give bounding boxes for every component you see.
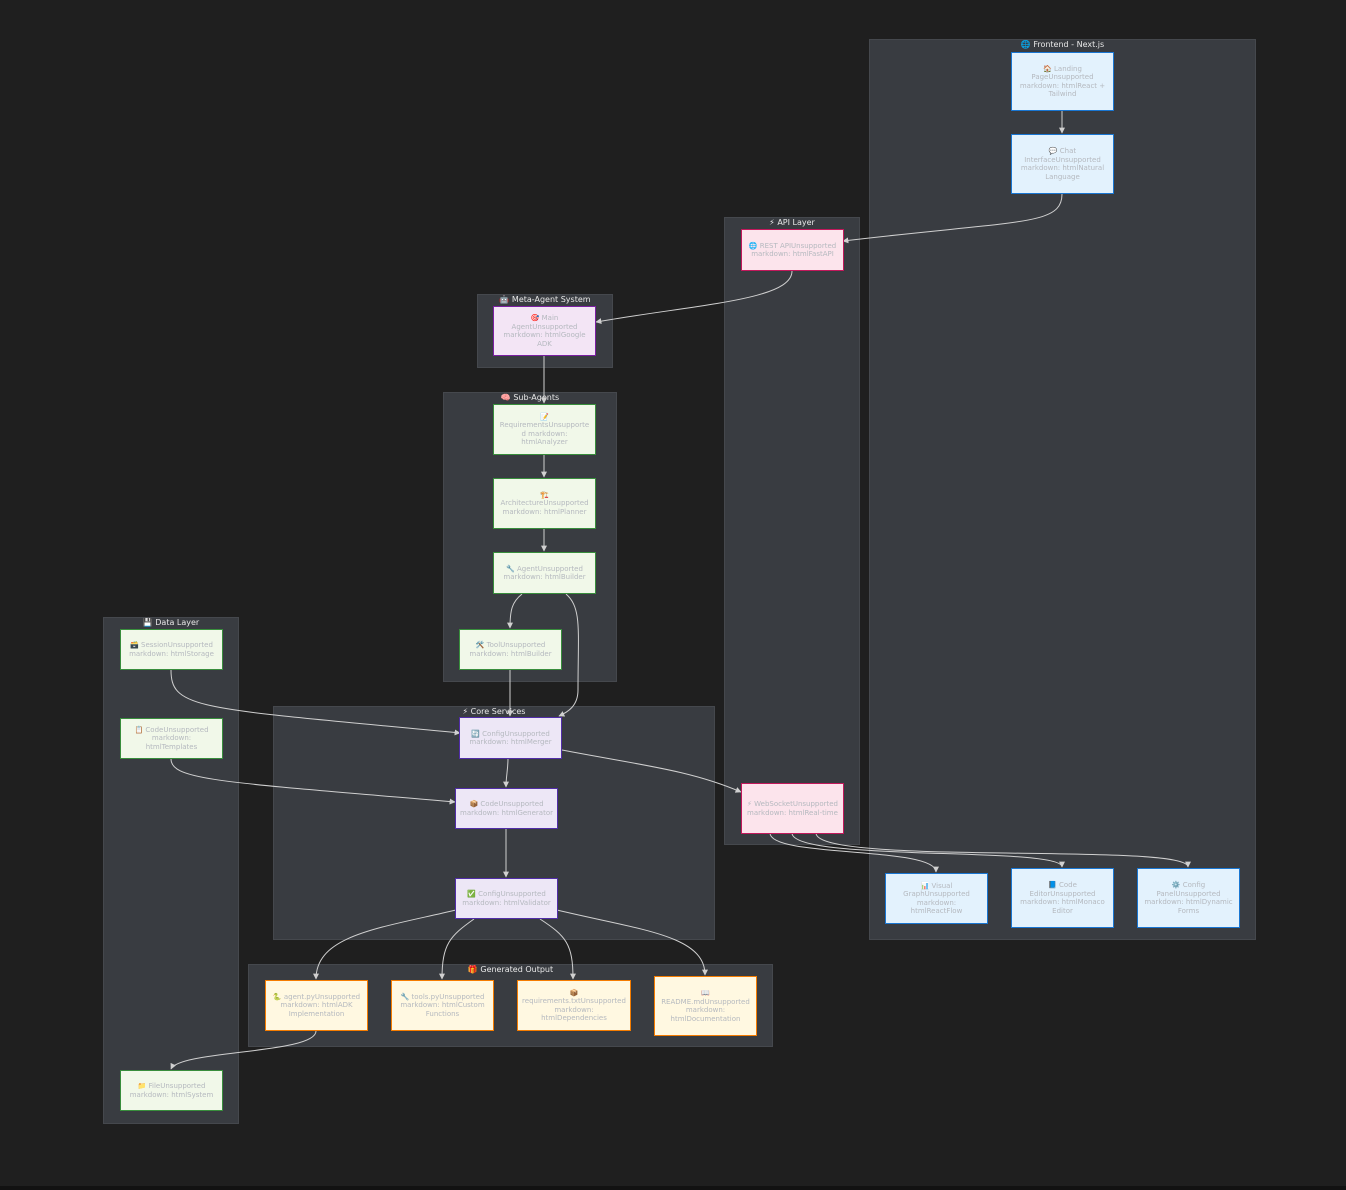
node-label-code-templates: 📋 CodeUnsupported markdown: htmlTemplate…: [134, 725, 209, 751]
cluster-title-api-layer: ⚡ API Layer: [769, 218, 815, 227]
node-code-editor[interactable]: 📘 Code EditorUnsupported markdown: htmlM…: [1011, 868, 1114, 928]
node-requirements-analyzer[interactable]: 📝 RequirementsUnsupported markdown: html…: [493, 404, 596, 455]
node-architecture-planner[interactable]: 🏗️ ArchitectureUnsupported markdown: htm…: [493, 478, 596, 529]
node-tools-py[interactable]: 🔧 tools.pyUnsupported markdown: htmlCust…: [391, 980, 494, 1031]
node-label-file-system: 📁 FileUnsupported markdown: htmlSystem: [129, 1082, 214, 1099]
edge-templates-codegen: [170, 758, 456, 805]
node-landing-page[interactable]: 🏠 Landing PageUnsupported markdown: html…: [1011, 52, 1114, 111]
node-session-storage[interactable]: 🗃️ SessionUnsupported markdown: htmlStor…: [120, 629, 223, 670]
edge-agentpy-filesystem: [170, 1030, 317, 1070]
node-requirements-txt[interactable]: 📦 requirements.txtUnsupported markdown: …: [517, 980, 631, 1031]
edge-websocket-configpanel: [815, 832, 1191, 868]
node-label-main-agent: 🎯 Main AgentUnsupported markdown: htmlGo…: [503, 314, 586, 348]
cluster-title-frontend: 🌐 Frontend - Next.js: [1020, 40, 1105, 49]
cluster-title-sub-agents: 🧠 Sub-Agents: [500, 393, 560, 402]
node-label-code-generator: 📦 CodeUnsupported markdown: htmlGenerato…: [460, 800, 554, 817]
node-readme-md[interactable]: 📖 README.mdUnsupported markdown: htmlDoc…: [654, 976, 757, 1036]
node-label-landing-page: 🏠 Landing PageUnsupported markdown: html…: [1019, 64, 1106, 99]
edge-agent-tool: [507, 593, 523, 629]
node-websocket[interactable]: ⚡ WebSocketUnsupported markdown: htmlRea…: [741, 783, 844, 834]
edge-rest-main: [595, 270, 793, 325]
node-config-merger[interactable]: 🔄 ConfigUnsupported markdown: htmlMerger: [459, 717, 562, 759]
edge-chat-rest: [842, 193, 1063, 244]
node-file-system[interactable]: 📁 FileUnsupported markdown: htmlSystem: [120, 1070, 223, 1111]
node-label-agent-py: 🐍 agent.pyUnsupported markdown: htmlADK …: [272, 992, 361, 1018]
edge-agent-configmerger: [558, 593, 579, 717]
cluster-data-layer: 💾 Data Layer: [103, 617, 239, 1124]
node-label-session-storage: 🗃️ SessionUnsupported markdown: htmlStor…: [129, 641, 214, 658]
edge-websocket-visual: [769, 832, 939, 873]
node-code-generator[interactable]: 📦 CodeUnsupported markdown: htmlGenerato…: [455, 788, 558, 829]
edge-validator-toolspy: [439, 918, 475, 980]
edge-validator-readme: [556, 909, 708, 976]
node-config-validator[interactable]: ✅ ConfigUnsupported markdown: htmlValida…: [455, 878, 558, 919]
node-label-config-merger: 🔄 ConfigUnsupported markdown: htmlMerger: [469, 729, 552, 747]
cluster-title-data-layer: 💾 Data Layer: [142, 618, 200, 627]
node-visual-graph[interactable]: 📊 Visual GraphUnsupported markdown: html…: [885, 873, 988, 924]
node-label-rest-api: 🌐 REST APIUnsupported markdown: htmlFast…: [748, 241, 837, 259]
node-label-visual-graph: 📊 Visual GraphUnsupported markdown: html…: [903, 881, 970, 916]
node-tool-builder[interactable]: 🛠️ ToolUnsupported markdown: htmlBuilder: [459, 629, 562, 670]
node-label-chat-interface: 💬 Chat InterfaceUnsupported markdown: ht…: [1020, 147, 1105, 181]
cluster-title-meta-agent-system: 🤖 Meta-Agent System: [499, 295, 591, 304]
node-label-architecture-planner: 🏗️ ArchitectureUnsupported markdown: htm…: [500, 490, 589, 516]
edge-session-configmerger: [170, 669, 461, 736]
cluster-title-generated-output: 🎁 Generated Output: [467, 965, 554, 974]
node-label-requirements-analyzer: 📝 RequirementsUnsupported markdown: html…: [499, 412, 590, 447]
node-label-readme-md: 📖 README.mdUnsupported markdown: htmlDoc…: [661, 989, 750, 1023]
node-chat-interface[interactable]: 💬 Chat InterfaceUnsupported markdown: ht…: [1011, 134, 1114, 194]
edge-validator-agentpy: [313, 909, 457, 980]
cluster-api-layer: ⚡ API Layer: [724, 217, 860, 845]
node-label-websocket: ⚡ WebSocketUnsupported markdown: htmlRea…: [746, 800, 839, 817]
node-label-config-validator: ✅ ConfigUnsupported markdown: htmlValida…: [462, 890, 551, 907]
cluster-title-core-services: ⚡ Core Services: [462, 707, 526, 716]
node-rest-api[interactable]: 🌐 REST APIUnsupported markdown: htmlFast…: [741, 229, 844, 271]
node-label-tools-py: 🔧 tools.pyUnsupported markdown: htmlCust…: [400, 992, 485, 1018]
node-label-agent-builder: 🔧 AgentUnsupported markdown: htmlBuilder: [503, 564, 586, 582]
node-label-config-panel: ⚙️ Config PanelUnsupported markdown: htm…: [1144, 881, 1233, 915]
node-label-requirements-txt: 📦 requirements.txtUnsupported markdown: …: [522, 988, 626, 1023]
node-agent-builder[interactable]: 🔧 AgentUnsupported markdown: htmlBuilder: [493, 552, 596, 594]
node-agent-py[interactable]: 🐍 agent.pyUnsupported markdown: htmlADK …: [265, 980, 368, 1031]
bottom-bar: [0, 1186, 1346, 1190]
edge-validator-reqtxt: [539, 918, 576, 980]
edge-configmerger-codegen: [503, 757, 510, 788]
node-label-code-editor: 📘 Code EditorUnsupported markdown: htmlM…: [1020, 881, 1105, 915]
edge-configmerger-websocket: [561, 749, 742, 793]
node-main-agent[interactable]: 🎯 Main AgentUnsupported markdown: htmlGo…: [493, 306, 596, 356]
node-label-tool-builder: 🛠️ ToolUnsupported markdown: htmlBuilder: [469, 641, 552, 658]
node-code-templates[interactable]: 📋 CodeUnsupported markdown: htmlTemplate…: [120, 718, 223, 759]
edge-websocket-codeeditor: [791, 832, 1065, 868]
node-config-panel[interactable]: ⚙️ Config PanelUnsupported markdown: htm…: [1137, 868, 1240, 928]
